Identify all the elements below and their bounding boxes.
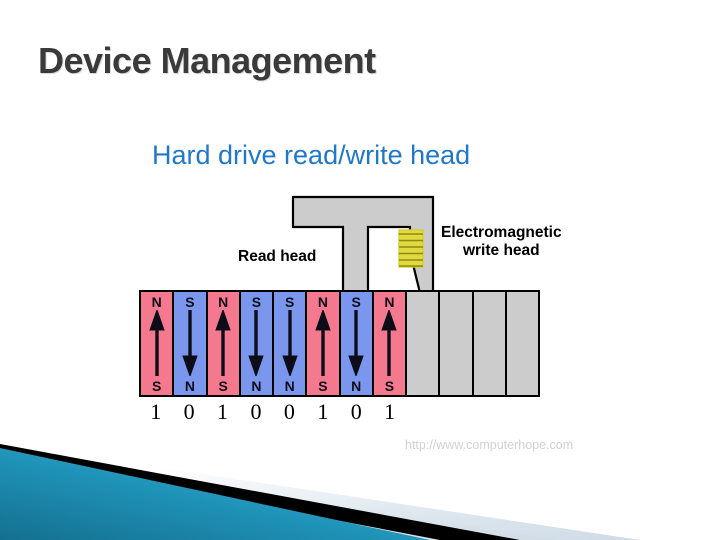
binary-digit-6: 0 — [350, 399, 362, 424]
domain-arrow-up — [215, 310, 231, 376]
binary-digit-2: 1 — [217, 399, 229, 424]
domain-pole-top: N — [151, 294, 162, 310]
domain-arrow-up — [381, 310, 398, 376]
domain-pole-top: N — [317, 294, 328, 310]
binary-digit-4: 0 — [283, 399, 295, 424]
domain-arrow-down — [248, 310, 265, 376]
domain-pole-bottom: N — [251, 378, 262, 394]
domain-pole-bottom: N — [184, 378, 195, 394]
write-head-label-line1: Electromagnetic — [441, 224, 562, 241]
diagram-caption: Hard drive read/write head — [152, 140, 471, 170]
domain-arrow-down — [281, 310, 298, 376]
domain-cell-9 — [440, 292, 474, 395]
electromagnetic-coil — [398, 229, 424, 268]
domain-arrow-down — [182, 310, 198, 376]
domain-pole-bottom: S — [218, 378, 228, 394]
page-title: Device Management — [38, 40, 376, 81]
head-core-shape — [291, 195, 435, 299]
domain-pole-bottom: S — [318, 378, 328, 394]
domain-pole-bottom: N — [284, 378, 295, 394]
decoration-pale-wedge-upper — [150, 466, 640, 540]
domain-pole-bottom: N — [351, 378, 362, 394]
binary-digit-3: 0 — [250, 399, 262, 424]
domain-pole-top: N — [384, 294, 395, 310]
read-write-head-assembly — [291, 195, 435, 299]
domain-pole-top: S — [251, 294, 262, 310]
domain-pole-bottom: S — [151, 378, 162, 394]
decoration-black-stripe — [0, 444, 520, 540]
domain-cell-8 — [407, 292, 441, 395]
read-head-label: Read head — [238, 248, 317, 265]
domain-cell-10 — [473, 292, 507, 395]
binary-digit-1: 0 — [183, 399, 195, 424]
domain-pole-top: S — [185, 294, 195, 310]
domain-arrow-up — [315, 310, 331, 376]
write-head-label: Electromagnetic write head — [441, 224, 562, 261]
domain-cell-11 — [506, 292, 538, 395]
binary-digit-7: 1 — [384, 399, 396, 424]
write-head-label-line2: write head — [462, 242, 540, 260]
domain-arrow-up — [148, 310, 165, 376]
decoration-teal-triangle — [0, 448, 430, 540]
footer-decoration — [0, 444, 640, 540]
domain-pole-top: S — [351, 294, 361, 310]
domain-pole-bottom: S — [384, 378, 395, 394]
source-watermark: http://www.computerhope.com — [405, 438, 574, 452]
domain-arrow-down — [348, 310, 364, 376]
binary-digit-5: 1 — [317, 399, 329, 424]
domain-pole-top: N — [218, 294, 229, 310]
binary-digit-0: 1 — [150, 399, 162, 424]
domain-pole-top: S — [284, 294, 295, 310]
